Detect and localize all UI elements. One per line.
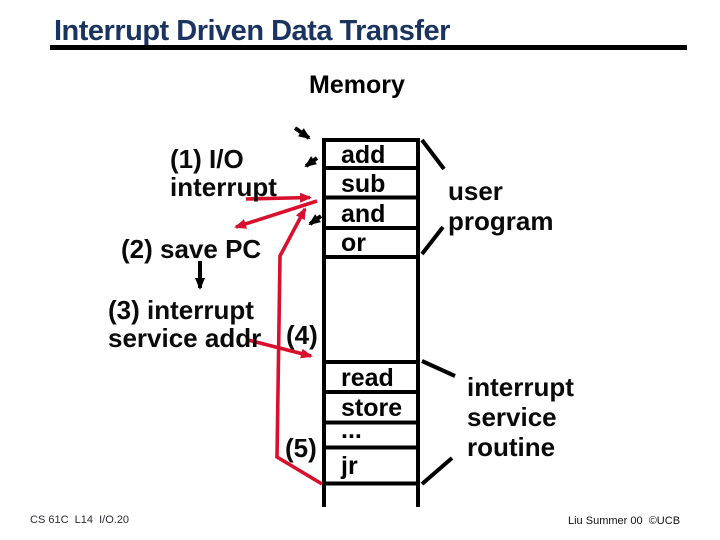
memory-cell-jr: jr [341, 452, 358, 480]
footer-course-id: CS 61C L14 I/O.20 [30, 514, 130, 526]
step3-line2: service addr [108, 323, 262, 353]
pc-exit-arrow [304, 156, 319, 168]
pc-resume-arrow [308, 214, 323, 226]
user-program-bracket-top [420, 138, 446, 171]
step2-label: (2) save PC [121, 234, 262, 264]
memory-cell-add: add [341, 141, 386, 169]
step1-line1: (1) I/O [170, 144, 244, 174]
step5-return-line [275, 207, 323, 486]
memory-cell-read: read [341, 364, 394, 392]
footer-credit: Liu Summer 00 ©UCB [568, 515, 681, 527]
step5-label: (5) [285, 433, 317, 463]
step1-line2: interrupt [170, 172, 277, 202]
user-program-bracket-bottom [420, 225, 445, 256]
memory-table [322, 138, 420, 507]
step3-label: (3) interrupt service addr [108, 296, 261, 352]
memory-cell-or: or [341, 229, 366, 257]
title-underline [50, 45, 687, 50]
memory-heading: Memory [309, 71, 405, 99]
memory-cell-ellipsis: ... [341, 416, 362, 444]
page-title: Interrupt Driven Data Transfer [54, 15, 450, 47]
memory-cell-store: store [341, 394, 403, 422]
step4-jump-arrow [247, 338, 313, 359]
isr-bracket-top [421, 359, 456, 378]
step1-label: (1) I/O interrupt [170, 145, 277, 201]
isr-bracket-bottom [420, 456, 454, 486]
memory-cell-sub: sub [341, 170, 386, 198]
step4-label: (4) [286, 320, 318, 350]
user-program-label: user program [448, 176, 554, 236]
step2-save-pc-arrow [234, 199, 318, 229]
pc-enter-arrow [293, 126, 311, 140]
step1-interrupt-arrow [245, 192, 312, 203]
isr-label: interrupt service routine [467, 372, 574, 462]
memory-cell-and: and [341, 200, 386, 228]
step3-line1: (3) interrupt [108, 295, 254, 325]
